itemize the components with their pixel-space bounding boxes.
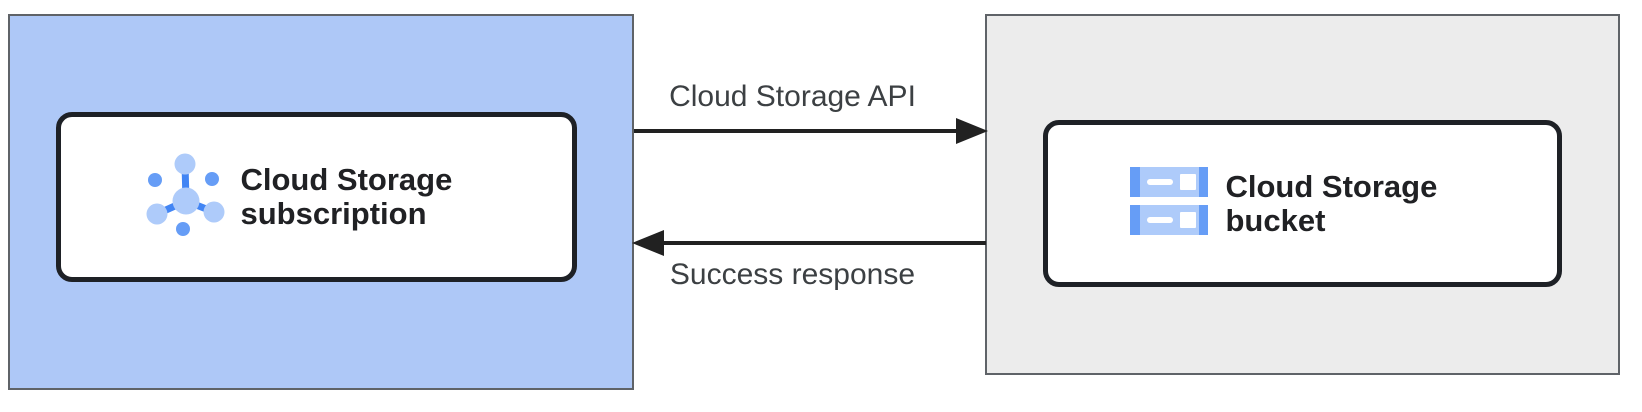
cloud-storage-api-arrow [634,118,988,144]
success-response-label: Success response [669,258,916,291]
storage-bar-top [1129,167,1208,197]
storage-bar-bottom [1129,205,1208,235]
cloud-storage-subscription-label: Cloud Storage subscription [240,162,453,231]
cloud-storage-bucket-node: Cloud Storage bucket [1043,120,1562,287]
cloud-storage-icon [1129,167,1210,240]
success-response-arrow [632,230,986,256]
cloud-storage-subscription-node: Cloud Storage subscription [56,112,577,282]
pubsub-icon [143,150,225,245]
cloud-storage-bucket-label: Cloud Storage bucket [1225,168,1438,238]
cloud-storage-api-label: Cloud Storage API [669,80,916,113]
